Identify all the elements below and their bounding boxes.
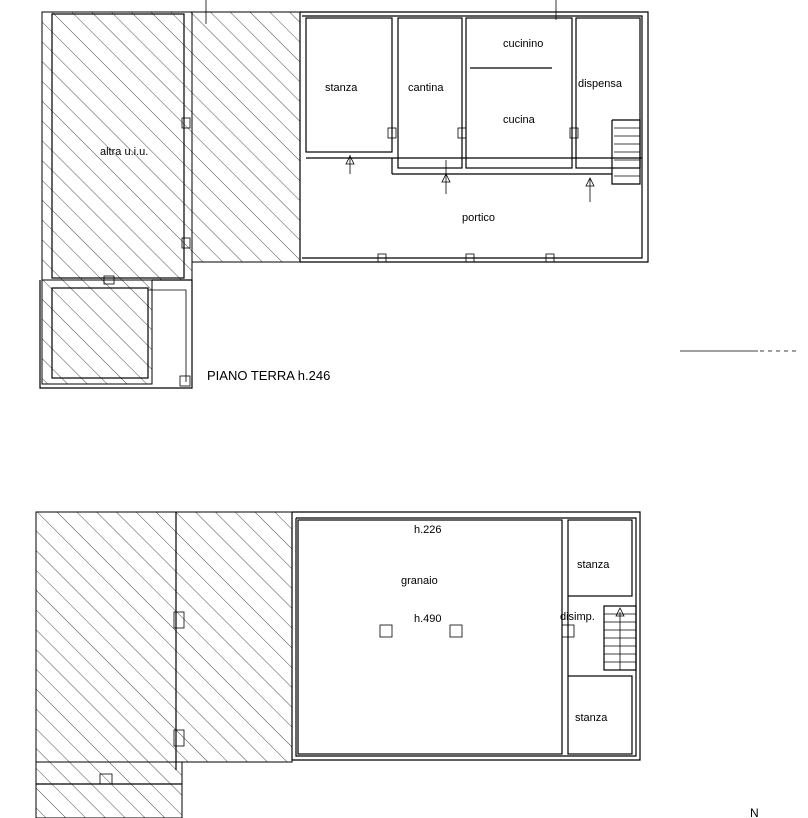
- stanza-bottom-label: stanza: [575, 712, 608, 724]
- granaio-high-height-label: h.490: [414, 613, 442, 625]
- pillar-right: [449, 624, 463, 638]
- ground-floor-title: PIANO TERRA h.246: [207, 368, 330, 383]
- door-jambs: [103, 117, 579, 387]
- ground-rooms: [103, 0, 642, 387]
- pillar-disimp: [561, 624, 575, 638]
- other-unit-label: altra u.i.u.: [100, 146, 148, 158]
- first-floor-hatched-area: [35, 511, 293, 818]
- cucinino-label: cucinino: [503, 38, 543, 50]
- north-label: N: [750, 806, 759, 818]
- stanza-bottom-room: [567, 675, 633, 755]
- pillar-left: [379, 624, 393, 638]
- stanza-label: stanza: [325, 82, 358, 94]
- granaio-low-height-label: h.226: [414, 524, 442, 536]
- granaio-label: granaio: [401, 575, 438, 587]
- first-floor-plan: h.226 granaio h.490 stanza disimp. stanz…: [35, 511, 641, 818]
- ground-stair-treads: [614, 127, 640, 177]
- other-unit-area: [41, 0, 301, 385]
- cantina-label: cantina: [408, 82, 444, 94]
- first-floor-stair: [603, 605, 637, 671]
- portico-label: portico: [462, 212, 495, 224]
- stanza-top-room: [567, 519, 633, 597]
- first-floor-outline: [291, 511, 641, 761]
- ground-floor-plan: altra u.i.u. stanza cantina cucinino cuc…: [39, 0, 800, 389]
- disimpegno-label: disimp.: [560, 611, 595, 623]
- cucina-label: cucina: [503, 114, 536, 126]
- granaio-room: [297, 519, 563, 755]
- stanza-top-label: stanza: [577, 559, 610, 571]
- entry-arrows: [345, 0, 595, 202]
- dispensa-label: dispensa: [578, 78, 623, 90]
